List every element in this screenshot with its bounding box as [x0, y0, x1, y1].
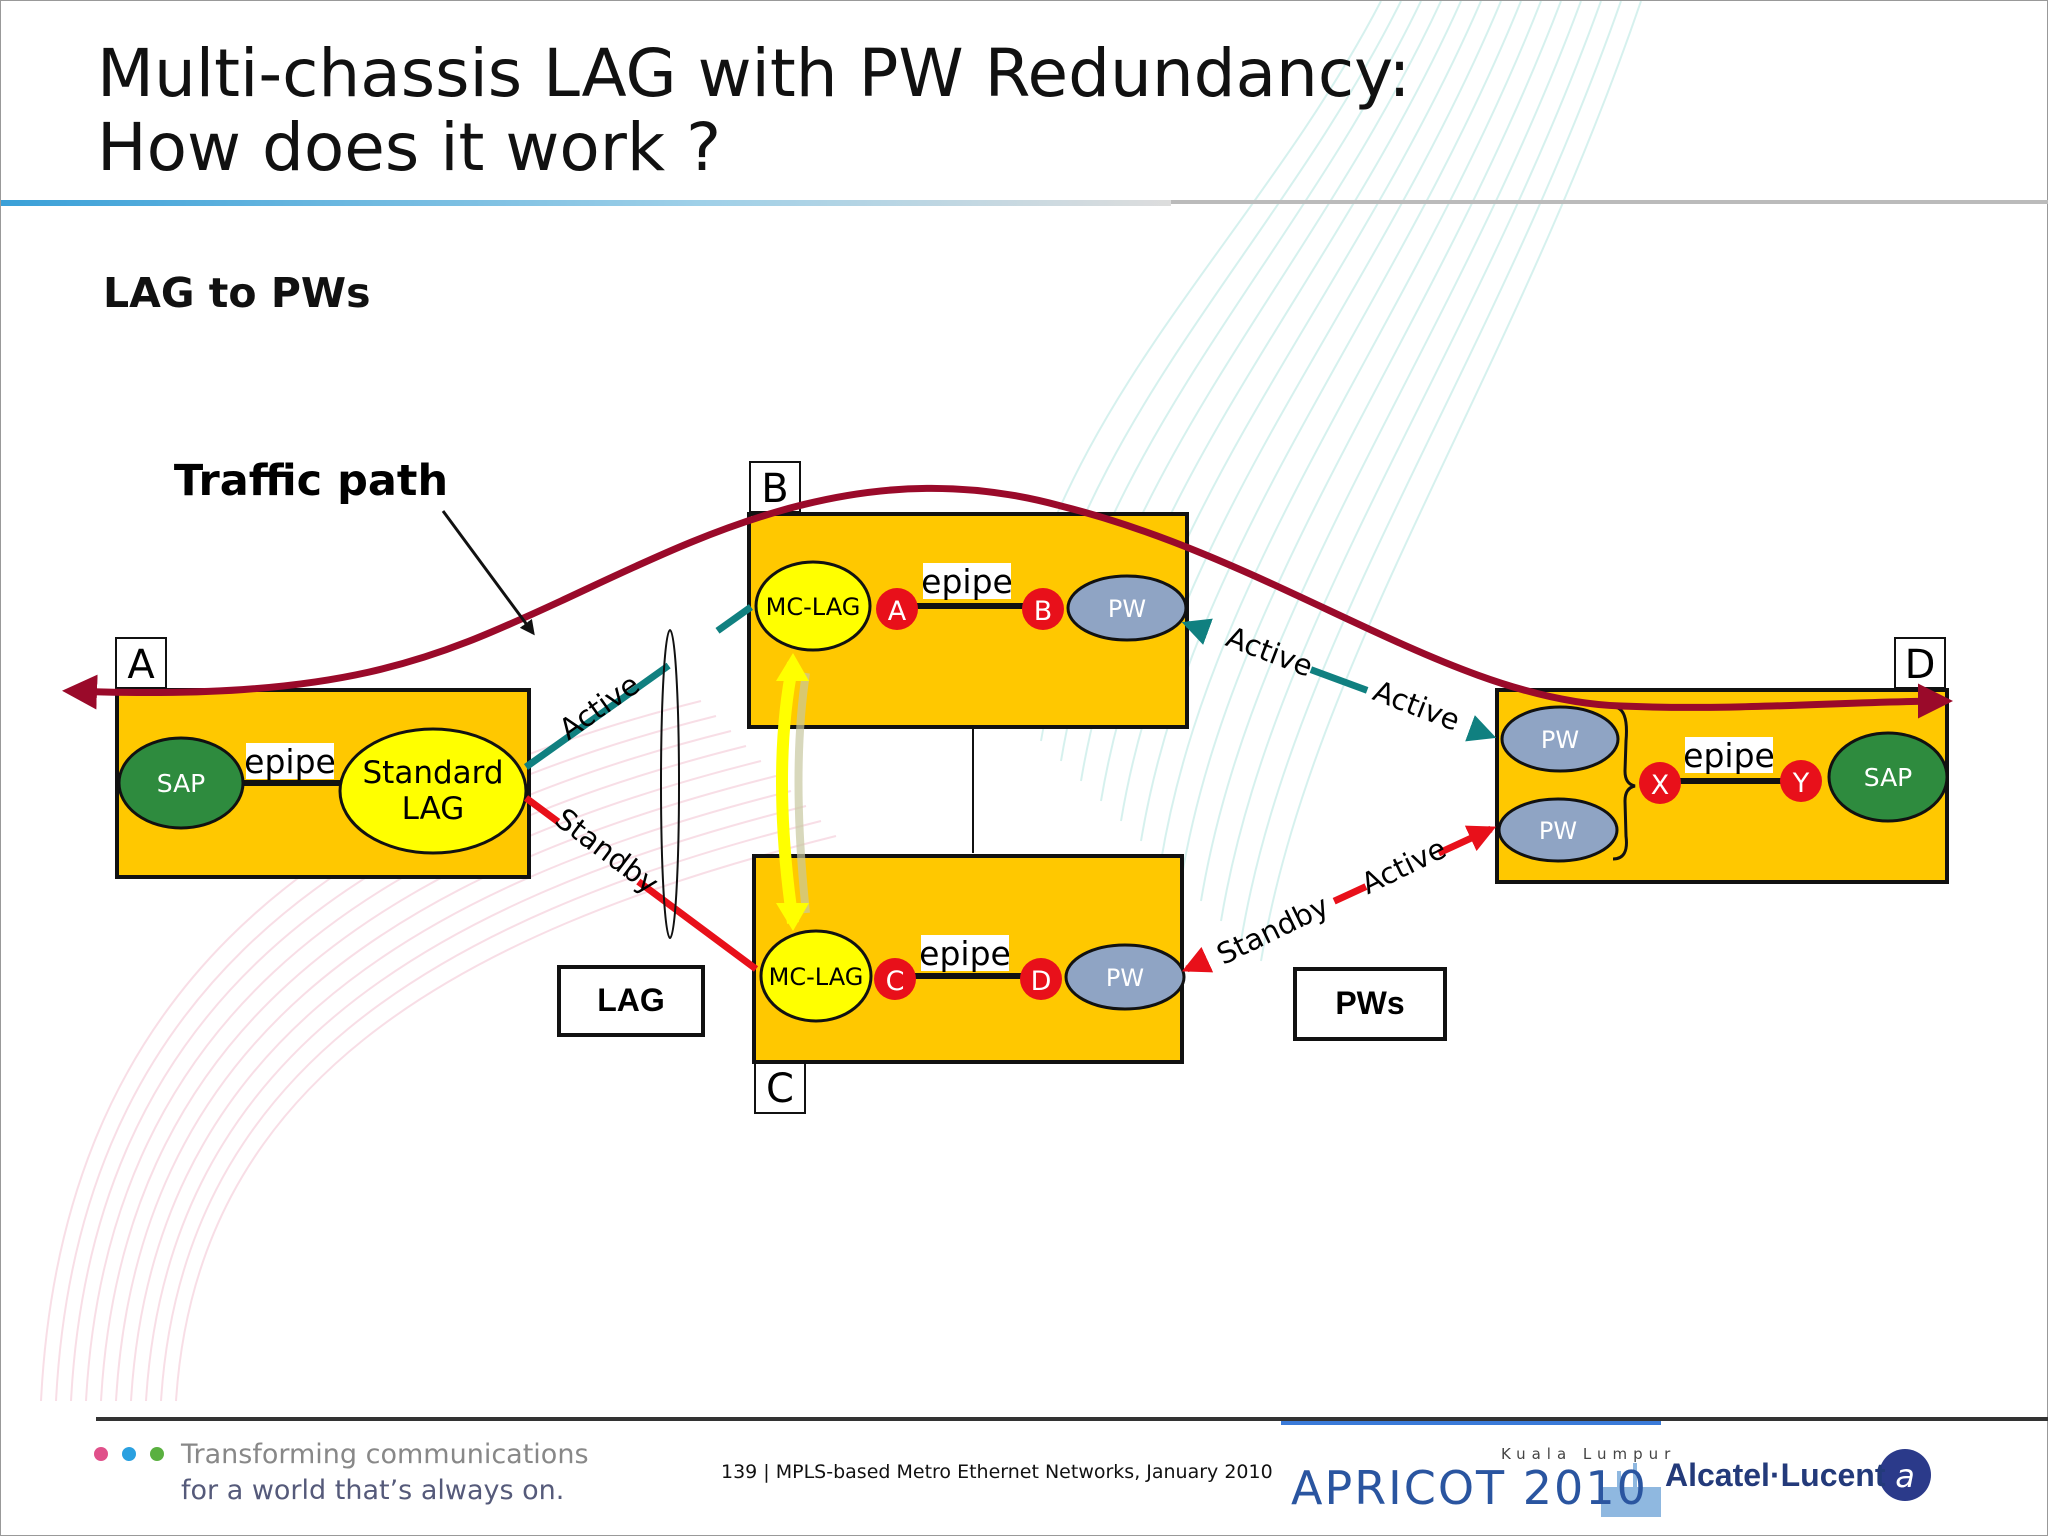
node-b-endpoint-b-label: B: [1034, 596, 1053, 627]
node-c: C MC-LAG C epipe D PW: [752, 854, 1186, 1114]
node-b-epipe-label-bg: [923, 563, 1011, 599]
node-d-endpoint-x: [1639, 762, 1681, 804]
node-d-epipe-label: epipe: [1683, 736, 1775, 775]
title-line-1: Multi-chassis LAG with PW Redundancy:: [97, 35, 1411, 112]
node-c-pw-label: PW: [1106, 964, 1144, 992]
node-c-endpoint-c: [874, 958, 916, 1000]
node-d-pw-bottom-label: PW: [1539, 817, 1577, 845]
node-a-sap-label: SAP: [157, 769, 206, 798]
node-b-tag-label: B: [761, 466, 788, 512]
slide-subtitle: LAG to PWs: [103, 269, 371, 317]
node-d-pw-top-label: PW: [1541, 726, 1579, 754]
node-c-endpoint-d-label: D: [1031, 966, 1052, 997]
footer-rule-accent: [1281, 1421, 1661, 1425]
node-b-endpoint-b: [1022, 588, 1064, 630]
alcatel-lucent-logo-icon: [1879, 1449, 1931, 1501]
node-b-mclag-label: MC-LAG: [766, 593, 861, 621]
footer-dot-blue: [122, 1447, 136, 1461]
node-d-pw-bottom: [1497, 797, 1619, 863]
footer-dot-green: [150, 1447, 164, 1461]
pws-label-text: PWs: [1335, 985, 1404, 1021]
svg-text:a: a: [1895, 1457, 1915, 1495]
node-b-tag: [749, 461, 801, 513]
node-a-sap: [117, 736, 245, 830]
lag-label-box: LAG: [557, 965, 705, 1037]
node-d-sap-label: SAP: [1864, 763, 1913, 792]
node-c-mclag-label: MC-LAG: [769, 963, 864, 991]
node-c-endpoint-d: [1020, 958, 1062, 1000]
footer-rule: [96, 1417, 2048, 1421]
footer-dot-pink: [94, 1447, 108, 1461]
traffic-path-pointer: [441, 510, 535, 636]
link-a-c-standby: [523, 795, 759, 972]
node-d: D PW PW X epipe Y SAP: [1495, 637, 1949, 884]
header-rule-right: [1171, 200, 2048, 204]
event-name: APRICOT 2010: [1291, 1461, 1648, 1515]
node-a-standard-lag: [338, 727, 528, 855]
lag-bundle-ellipse: [660, 629, 680, 939]
traffic-path-label: Traffic path: [174, 456, 448, 506]
header-rule: [1, 200, 1171, 206]
pws-label-box: PWs: [1293, 967, 1447, 1041]
pw-link-c-standby: [1181, 825, 1497, 973]
node-a: A SAP epipe Standard LAG: [115, 637, 531, 879]
node-c-epipe-label: epipe: [919, 934, 1011, 973]
company-name: Alcatel·Lucent: [1665, 1457, 1886, 1493]
event-location: Kuala Lumpur: [1501, 1445, 1677, 1463]
node-a-lag-label-2: LAG: [402, 791, 465, 827]
footer-tagline: Transforming communications for a world …: [181, 1437, 589, 1509]
title-line-2: How does it work ?: [97, 109, 722, 186]
node-b-endpoint-a-label: A: [888, 596, 907, 627]
node-d-endpoint-x-label: X: [1651, 770, 1670, 801]
slide-title: Multi-chassis LAG with PW Redundancy: Ho…: [97, 37, 1497, 185]
node-d-epipe-label-bg: [1685, 737, 1773, 773]
node-c-pw: [1064, 943, 1186, 1011]
node-c-epipe-label-bg: [921, 935, 1009, 971]
node-b-pw-label: PW: [1108, 595, 1146, 623]
tagline-line-2: for a world that’s always on.: [181, 1475, 565, 1506]
node-d-endpoint-y-label: Y: [1792, 768, 1810, 799]
node-c-mclag: [759, 929, 873, 1023]
node-b-pw: [1066, 574, 1188, 642]
node-d-pw-bracket: [1612, 705, 1636, 861]
node-a-lag-label-1: Standard: [362, 755, 503, 791]
node-b-epipe-label: epipe: [921, 562, 1013, 601]
node-b-mclag: [754, 560, 872, 652]
pink-wave-decoration: [40, 700, 837, 1402]
lag-label-text: LAG: [597, 982, 665, 1018]
node-d-endpoint-y: [1780, 760, 1822, 802]
node-d-sap: [1827, 731, 1949, 823]
node-b-endpoint-a: [876, 588, 918, 630]
node-a-epipe-label: epipe: [244, 742, 336, 781]
node-c-tag-label: C: [766, 1066, 794, 1112]
tagline-line-1: Transforming communications: [181, 1439, 589, 1470]
page-info: 139 | MPLS-based Metro Ethernet Networks…: [721, 1461, 1273, 1483]
node-c-endpoint-c-label: C: [886, 966, 905, 997]
apricot-skyline-icon: [1601, 1487, 1661, 1517]
node-c-tag: [754, 1062, 806, 1114]
traffic-path-curve: [62, 484, 1953, 719]
node-a-epipe-label-bg: [246, 743, 334, 779]
